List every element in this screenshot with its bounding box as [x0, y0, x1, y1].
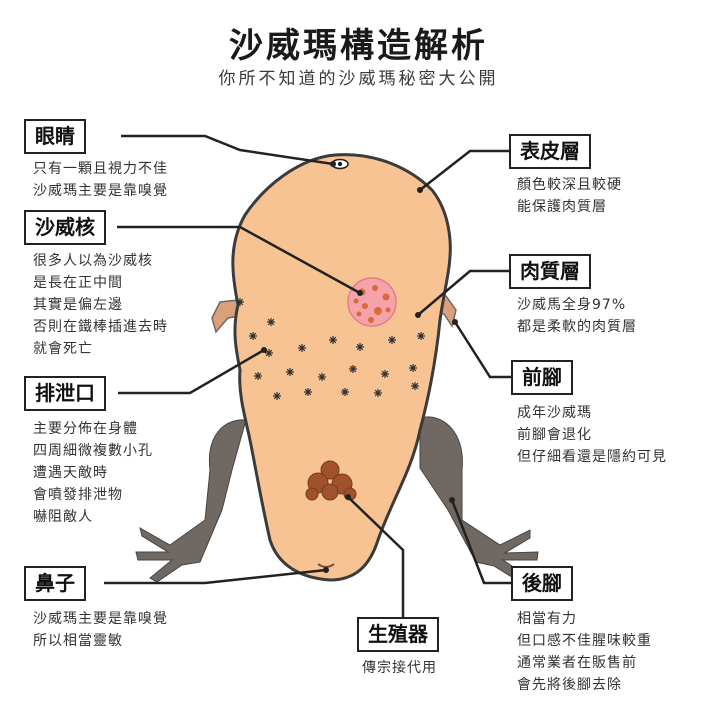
desc-flesh: 沙威馬全身97% 都是柔軟的肉質層: [517, 294, 637, 338]
desc-line: 是長在正中間: [33, 275, 123, 291]
label-front-legs: 前腳: [511, 360, 573, 395]
desc-epidermis: 顏色較深且較硬 能保護肉質層: [517, 174, 622, 218]
desc-line: 能保護肉質層: [517, 199, 607, 215]
leader-pores: [118, 348, 265, 395]
desc-line: 其實是偏左邊: [33, 297, 123, 313]
excretory-pores: [236, 298, 425, 400]
label-flesh: 肉質層: [509, 254, 591, 289]
leader-core: [117, 225, 361, 295]
desc-line: 相當有力: [517, 611, 577, 627]
label-epidermis: 表皮層: [509, 134, 591, 169]
desc-line: 顏色較深且較硬: [517, 177, 622, 193]
desc-reproductive: 傳宗接代用: [362, 657, 437, 679]
pore-icon: [254, 372, 262, 380]
shawarma-core: [347, 277, 397, 327]
desc-line: 沙威瑪主要是靠嗅覺: [33, 183, 168, 199]
pore-icon: [411, 382, 419, 390]
pore-icon: [356, 343, 364, 351]
pore-icon: [349, 365, 357, 373]
label-pores: 排泄口: [24, 376, 106, 411]
desc-line: 但仔細看還是隱約可見: [517, 449, 667, 465]
desc-eyes: 只有一顆且視力不佳 沙威瑪主要是靠嗅覺: [33, 158, 168, 202]
pore-icon: [374, 389, 382, 397]
desc-line: 成年沙威瑪: [517, 405, 592, 421]
leader-eyes: [121, 134, 334, 166]
desc-line: 通常業者在販售前: [517, 655, 637, 671]
pore-icon: [273, 392, 281, 400]
pore-icon: [265, 349, 273, 357]
label-eyes: 眼睛: [24, 119, 86, 154]
pore-icon: [318, 373, 326, 381]
desc-line: 嚇阻敵人: [33, 509, 93, 525]
pore-icon: [267, 318, 275, 326]
label-hind-legs: 後腳: [511, 566, 573, 601]
pore-icon: [329, 336, 337, 344]
desc-line: 四周細微複數小孔: [33, 443, 153, 459]
desc-line: 主要分佈在身體: [33, 421, 138, 437]
pore-icon: [286, 368, 294, 376]
desc-line: 就會死亡: [33, 341, 93, 357]
desc-line: 傳宗接代用: [362, 660, 437, 676]
leader-lines: [104, 134, 511, 618]
desc-line: 會先將後腳去除: [517, 677, 622, 693]
desc-line: 但口感不佳腥味較重: [517, 633, 652, 649]
leader-hind-legs: [450, 499, 511, 585]
leader-reproductive: [347, 496, 405, 618]
desc-line: 遭遇天敵時: [33, 465, 108, 481]
pore-icon: [381, 370, 389, 378]
right-hind-leg: [419, 416, 539, 583]
desc-front-legs: 成年沙威瑪 前腳會退化 但仔細看還是隱約可見: [517, 402, 667, 468]
desc-line: 沙威瑪主要是靠嗅覺: [33, 611, 168, 627]
label-core: 沙威核: [24, 210, 106, 245]
desc-line: 所以相當靈敏: [33, 633, 123, 649]
pore-icon: [388, 336, 396, 344]
shawarma-body: [231, 153, 452, 582]
desc-line: 會噴發排泄物: [33, 487, 123, 503]
page-subtitle: 你所不知道的沙威瑪秘密大公開: [218, 69, 499, 89]
pore-icon: [341, 388, 349, 396]
desc-line: 前腳會退化: [517, 427, 592, 443]
leader-flesh: [417, 269, 509, 316]
leader-front-legs: [453, 321, 511, 379]
desc-line: 否則在鐵棒插進去時: [33, 319, 168, 335]
pore-icon: [409, 364, 417, 372]
pore-icon: [236, 298, 244, 306]
desc-nose: 沙威瑪主要是靠嗅覺 所以相當靈敏: [33, 608, 168, 652]
leader-epidermis: [419, 149, 509, 191]
leader-nose: [104, 568, 327, 585]
desc-pores: 主要分佈在身體 四周細微複數小孔 遭遇天敵時 會噴發排泄物 嚇阻敵人: [33, 418, 153, 528]
leader-dots: [261, 161, 458, 573]
page-title: 沙威瑪構造解析: [229, 26, 488, 66]
desc-line: 很多人以為沙威核: [33, 253, 153, 269]
left-hind-leg: [135, 419, 247, 583]
reproductive-organ: [305, 460, 357, 501]
label-reproductive: 生殖器: [357, 617, 439, 652]
desc-hind-legs: 相當有力 但口感不佳腥味較重 通常業者在販售前 會先將後腳去除: [517, 608, 652, 696]
label-nose: 鼻子: [24, 566, 86, 601]
desc-core: 很多人以為沙威核 是長在正中間 其實是偏左邊 否則在鐵棒插進去時 就會死亡: [33, 250, 168, 360]
pore-icon: [417, 332, 425, 340]
hind-legs: [135, 416, 539, 583]
pore-icon: [249, 332, 257, 340]
pore-icon: [298, 344, 306, 352]
desc-line: 沙威馬全身97%: [517, 297, 627, 313]
pore-icon: [304, 388, 312, 396]
desc-line: 都是柔軟的肉質層: [517, 319, 637, 335]
desc-line: 只有一顆且視力不佳: [33, 161, 168, 177]
